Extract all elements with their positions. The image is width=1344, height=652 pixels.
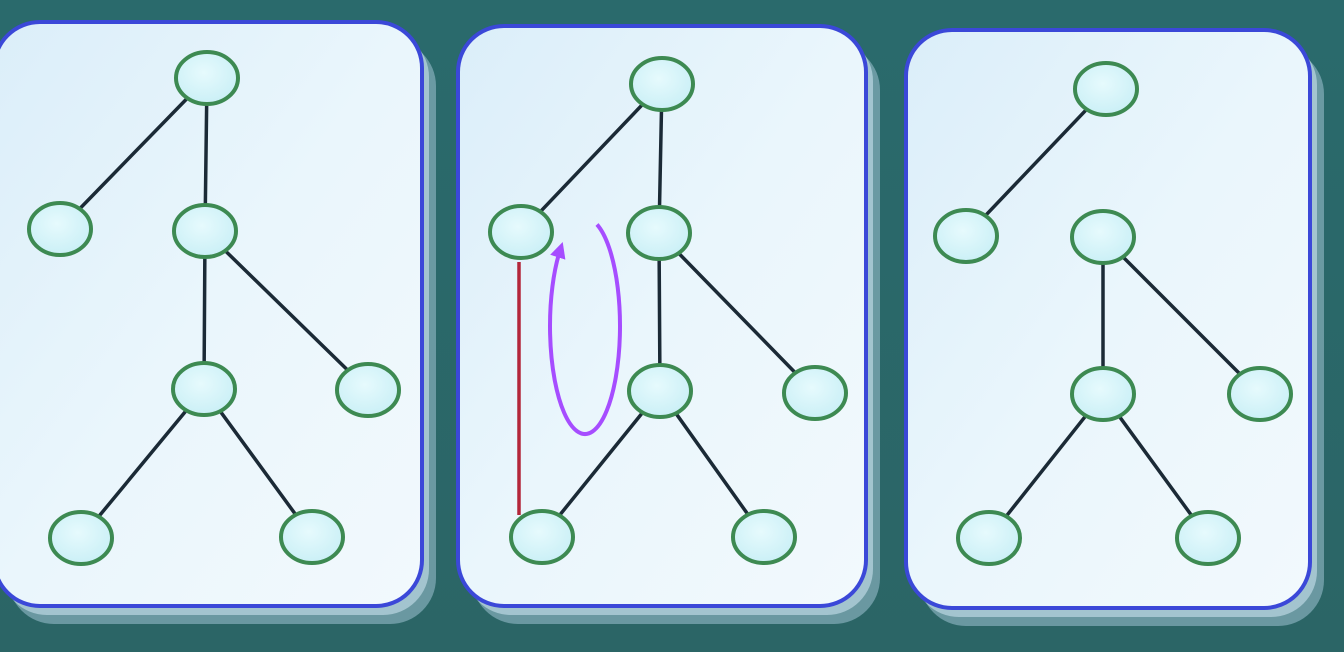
node-mid-child [1070,209,1136,265]
node-root [174,50,240,106]
edge-bottom-hub-bottom-left [1004,413,1088,519]
node-bottom-left [509,509,575,565]
edge-root-left-child [538,102,645,214]
edge-root-left-child [77,96,190,211]
edge-root-mid-child [657,108,664,209]
panel-2-card [456,24,868,608]
edge-mid-child-mid-right-child [223,248,350,373]
node-bottom-left [48,510,114,566]
node-left-child [933,208,999,264]
node-left-child [27,201,93,257]
node-bottom-right [731,509,797,565]
edge-bottom-hub-bottom-right [1117,414,1194,518]
panel-3-card [904,28,1312,610]
panel-1-card [0,20,424,608]
node-mid-right-child [1227,366,1293,422]
edge-bottom-hub-bottom-right [218,409,298,517]
node-bottom-right [279,509,345,565]
node-bottom-hub [1070,366,1136,422]
node-bottom-left [956,510,1022,566]
node-bottom-right [1175,510,1241,566]
edge-root-left-child [983,107,1089,218]
node-mid-child [172,203,238,259]
edge-bottom-hub-bottom-left [96,408,189,519]
node-bottom-hub [627,363,693,419]
node-root [629,56,695,112]
edge-mid-child-bottom-hub [202,255,207,365]
cycle-arrow [548,223,622,436]
panel-3 [904,28,1324,626]
edge-bottom-hub-bottom-left [557,410,645,518]
node-root [1073,61,1139,117]
node-mid-right-child [335,362,401,418]
edge-bottom-hub-bottom-right [674,411,750,517]
edge-mid-child-mid-right-child [676,251,798,375]
edge-mid-child-bottom-hub [657,257,662,367]
node-mid-right-child [782,365,848,421]
panel-1 [0,20,436,624]
node-mid-child [626,205,692,261]
edge-mid-child-mid-right-child [1121,255,1242,376]
panels-layer [0,20,1324,626]
node-left-child [488,204,554,260]
panel-2 [456,24,880,624]
edge-root-mid-child [203,102,209,207]
node-bottom-hub [171,361,237,417]
